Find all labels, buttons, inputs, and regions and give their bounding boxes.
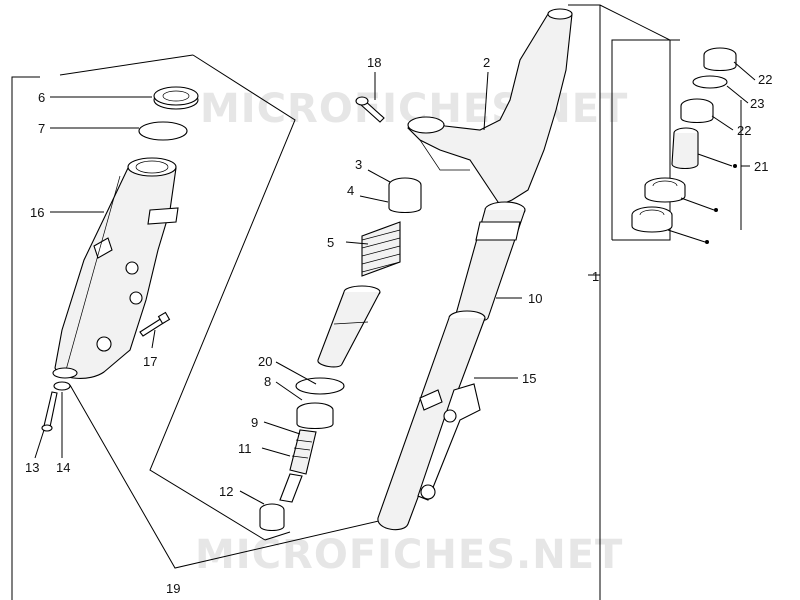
callout-3: 3 — [355, 157, 362, 172]
part-15-fork-slider — [377, 310, 486, 531]
part-21-race — [671, 127, 699, 170]
callout-22-top: 22 — [758, 72, 772, 87]
callout-15: 15 — [522, 371, 536, 386]
spring-tube — [317, 285, 381, 368]
callout-10: 10 — [528, 291, 542, 306]
callout-4: 4 — [347, 183, 354, 198]
part-12-bushing — [259, 503, 285, 532]
part-21-bearing-upper — [644, 177, 686, 203]
group-frame-lines — [11, 4, 680, 600]
callout-8: 8 — [264, 374, 271, 389]
callout-21: 21 — [754, 159, 768, 174]
callout-22-bottom: 22 — [737, 123, 751, 138]
part-17-bolt — [139, 311, 171, 337]
callout-16: 16 — [30, 205, 44, 220]
callout-7: 7 — [38, 121, 45, 136]
part-6-seal — [153, 86, 199, 110]
part-21-bearing-lower — [631, 206, 673, 233]
callout-17: 17 — [143, 354, 157, 369]
callout-23: 23 — [750, 96, 764, 111]
callout-5: 5 — [327, 235, 334, 250]
callout-labels: 6 7 16 17 13 14 18 2 3 4 5 20 8 9 11 12 … — [25, 55, 772, 596]
part-2-steering-stem — [407, 8, 573, 206]
part-13-bolt — [41, 391, 58, 432]
part-3-bushing — [388, 177, 422, 214]
callout-9: 9 — [251, 415, 258, 430]
callout-6: 6 — [38, 90, 45, 105]
callout-19: 19 — [166, 581, 180, 596]
leader-lines — [34, 61, 756, 505]
part-11-rod — [279, 473, 303, 503]
part-18-bolt — [355, 96, 385, 123]
callout-13: 13 — [25, 460, 39, 475]
watermark-bottom: MICROFICHES.NET — [195, 532, 623, 578]
callout-1: 1 — [592, 269, 599, 284]
part-5-spring — [361, 221, 401, 277]
part-22-nut-top — [703, 47, 737, 72]
part-14-washer — [53, 381, 71, 391]
part-8-valve — [296, 402, 334, 430]
callout-11: 11 — [238, 441, 252, 456]
callout-12: 12 — [219, 484, 233, 499]
part-23-washer — [692, 75, 728, 89]
part-20-ring — [295, 377, 345, 395]
part-22-nut-bottom — [680, 98, 714, 124]
callout-14: 14 — [56, 460, 70, 475]
part-9-rod — [289, 429, 317, 475]
part-10-fork-tube — [455, 201, 526, 322]
left-fork-slider — [52, 157, 179, 379]
part-7-oring — [138, 121, 188, 141]
callout-2: 2 — [483, 55, 490, 70]
callout-18: 18 — [367, 55, 381, 70]
callout-20: 20 — [258, 354, 272, 369]
